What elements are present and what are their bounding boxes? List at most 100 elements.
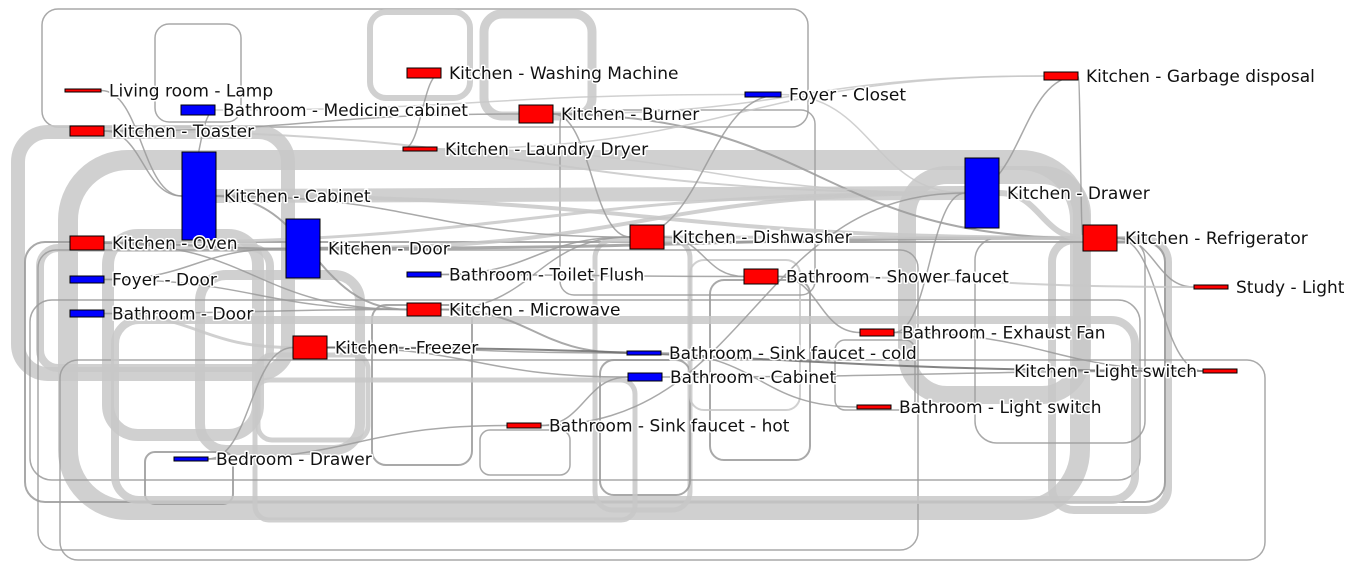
- node-bar-kitchen-drawer[interactable]: [964, 157, 1000, 229]
- node-bar-bathroom-shower-faucet[interactable]: [743, 268, 779, 285]
- node-bar-kitchen-washing-machine[interactable]: [406, 67, 442, 79]
- loop-link-22: [252, 377, 638, 523]
- node-label-bathroom-sink-faucet-cold: Bathroom - Sink faucet - cold: [669, 344, 917, 364]
- node-bar-kitchen-cabinet[interactable]: [181, 151, 217, 241]
- node-bar-kitchen-refrigerator[interactable]: [1082, 224, 1118, 252]
- node-label-halo: Bathroom - Medicine cabinet: [223, 101, 468, 121]
- node-label-bathroom-cabinet: Bathroom - Cabinet: [670, 368, 836, 388]
- node-label-halo: Bathroom - Sink faucet - cold: [669, 344, 917, 364]
- loop-link-27: [689, 259, 801, 411]
- node-label-halo: Kitchen - Washing Machine: [449, 64, 678, 84]
- node-label-halo: Bathroom - Exhaust Fan: [902, 324, 1106, 344]
- node-bar-foyer-door[interactable]: [69, 275, 105, 284]
- node-label-halo: Bathroom - Cabinet: [670, 368, 836, 388]
- link-kitchen-freezer-to-kitchen-light-switch: [326, 346, 1204, 372]
- node-bar-bathroom-sink-faucet-hot[interactable]: [506, 422, 542, 429]
- node-label-kitchen-laundry-dryer: Kitchen - Laundry Dryer: [445, 140, 648, 160]
- link-kitchen-cabinet-to-kitchen-refrigerator: [215, 194, 1084, 240]
- link-bathroom-exhaust-fan-to-kitchen-drawer: [893, 192, 966, 334]
- node-label-halo: Bathroom - Light switch: [899, 398, 1102, 418]
- link-bathroom-door-to-kitchen-microwave: [103, 308, 408, 315]
- node-bar-bedroom-drawer[interactable]: [173, 456, 209, 462]
- node-bar-kitchen-garbage-disposal[interactable]: [1043, 71, 1079, 81]
- link-kitchen-microwave-to-kitchen-dishwasher: [440, 236, 631, 311]
- node-bar-kitchen-oven[interactable]: [69, 235, 105, 251]
- node-label-halo: Bedroom - Drawer: [216, 450, 372, 470]
- link-bathroom-sink-faucet-cold-to-bathroom-light-switch: [660, 352, 858, 408]
- node-label-halo: Bathroom - Toilet Flush: [449, 266, 644, 286]
- link-bathroom-shower-faucet-to-study-light: [777, 275, 1195, 288]
- link-kitchen-toaster-to-kitchen-drawer: [103, 130, 966, 194]
- loop-link-25: [111, 316, 1139, 504]
- node-bar-kitchen-dishwasher[interactable]: [629, 224, 665, 250]
- node-bar-kitchen-microwave[interactable]: [406, 302, 442, 317]
- node-label-halo: Kitchen - Oven: [112, 234, 238, 254]
- node-bar-foyer-closet[interactable]: [744, 91, 782, 98]
- node-bar-kitchen-light-switch[interactable]: [1202, 368, 1238, 374]
- node-bar-kitchen-door[interactable]: [285, 218, 321, 279]
- node-bar-living-room-lamp[interactable]: [64, 88, 102, 93]
- node-label-kitchen-cabinet: Kitchen - Cabinet: [224, 187, 371, 207]
- node-label-halo: Kitchen - Refrigerator: [1125, 229, 1308, 249]
- link-kitchen-dishwasher-to-kitchen-refrigerator: [663, 235, 1084, 240]
- loop-link-11: [102, 229, 264, 441]
- node-bar-bathroom-medicine-cabinet[interactable]: [180, 104, 216, 116]
- node-bar-kitchen-burner[interactable]: [518, 104, 554, 124]
- link-bathroom-toilet-flush-to-kitchen-dishwasher: [440, 236, 631, 276]
- link-foyer-closet-to-kitchen-drawer: [780, 93, 966, 194]
- node-bar-bathroom-sink-faucet-cold[interactable]: [626, 350, 662, 356]
- loop-link-2: [154, 23, 242, 123]
- node-bar-bathroom-cabinet[interactable]: [627, 372, 663, 382]
- node-label-kitchen-microwave: Kitchen - Microwave: [449, 301, 620, 321]
- link-kitchen-toaster-to-kitchen-cabinet: [103, 130, 183, 197]
- node-label-foyer-door: Foyer - Door: [112, 271, 217, 291]
- node-bar-bathroom-door[interactable]: [69, 309, 105, 318]
- node-bar-bathroom-exhaust-fan[interactable]: [859, 328, 895, 337]
- node-label-bathroom-medicine-cabinet: Bathroom - Medicine cabinet: [223, 101, 468, 121]
- node-bar-kitchen-laundry-dryer[interactable]: [402, 146, 438, 152]
- node-bar-bathroom-toilet-flush[interactable]: [406, 271, 442, 278]
- node-label-halo: Kitchen - Freezer: [335, 339, 478, 359]
- loop-link-24: [29, 299, 1141, 481]
- node-label-study-light: Study - Light: [1236, 278, 1345, 298]
- node-label-kitchen-toaster: Kitchen - Toaster: [112, 122, 254, 142]
- node-bar-kitchen-toaster[interactable]: [69, 125, 105, 137]
- link-kitchen-burner-to-kitchen-refrigerator: [552, 113, 1084, 239]
- node-bar-study-light[interactable]: [1193, 284, 1229, 290]
- node-bar-kitchen-freezer[interactable]: [292, 335, 328, 360]
- node-label-halo: Kitchen - Cabinet: [224, 187, 371, 207]
- node-label-halo: Kitchen - Garbage disposal: [1086, 67, 1315, 87]
- node-label-halo: Foyer - Door: [112, 271, 217, 291]
- node-bar-bathroom-light-switch[interactable]: [856, 404, 892, 410]
